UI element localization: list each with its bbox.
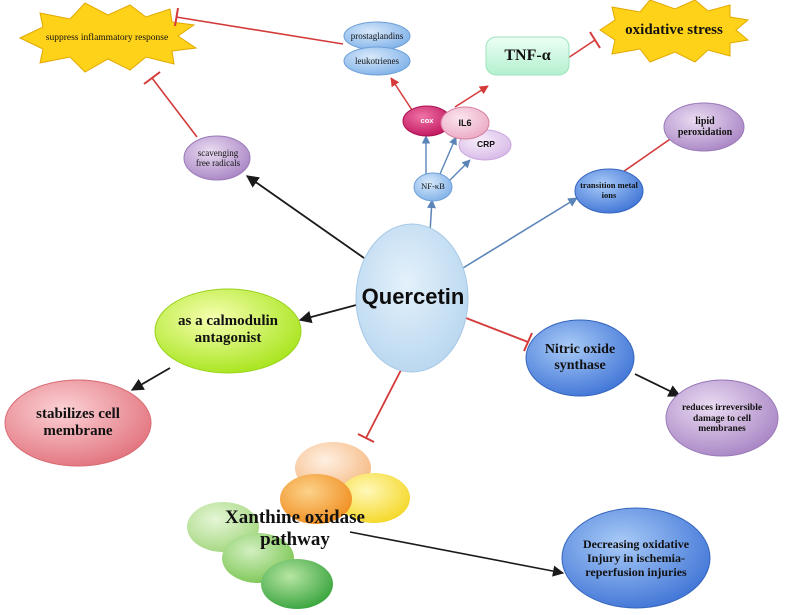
leukotrienes-node <box>343 46 411 76</box>
inhibit-quercetin-xanthine <box>365 369 402 439</box>
arrow-nitric-reduces <box>634 373 682 397</box>
arrow-il6-tnf <box>454 85 489 108</box>
transition-label: transition metal ions <box>580 180 638 200</box>
xanthine-circle-green-dark <box>261 559 333 609</box>
quercetin-node <box>355 223 469 373</box>
nitric-node <box>525 319 635 397</box>
xanthine-circle-orange <box>280 474 352 524</box>
tnf-node <box>485 36 570 76</box>
inhibit-prostaglandins-suppress <box>175 16 344 45</box>
xanthine-label: Xanthine oxidase pathway <box>225 507 365 550</box>
oxidative-stress-label: oxidative stress <box>625 22 723 39</box>
arrow-quercetin-calmodulin <box>298 303 361 324</box>
inhibit-bar <box>357 433 375 443</box>
inhibit-transition-lipid <box>619 134 677 175</box>
suppress-label: suppress inflammatory response <box>45 32 169 43</box>
crp-label: CRP <box>477 139 495 150</box>
arrow-xanthine-decreasing <box>349 531 565 577</box>
calmodulin-node <box>154 288 302 374</box>
inhibit-bar <box>523 332 533 352</box>
quercetin-label: Quercetin <box>361 284 465 310</box>
stabilizes-label: stabilizes cell membrane <box>36 405 120 439</box>
nfkb-label: NF-κB <box>421 181 445 192</box>
arrow-quercetin-transition <box>462 197 578 269</box>
arrow-nfkb-crp <box>449 159 471 181</box>
suppress-burst <box>18 2 198 73</box>
oxidative-stress-burst <box>599 0 750 63</box>
leukotrienes-label: leukotrienes <box>355 55 399 66</box>
nitric-label: Nitric oxide synthase <box>544 341 616 373</box>
xanthine-circle-yellow <box>338 473 410 523</box>
nfkb-node <box>413 172 453 202</box>
arrow-nfkb-il6 <box>439 136 457 175</box>
stabilizes-node <box>4 379 152 467</box>
inhibit-quercetin-nitric <box>465 317 529 343</box>
arrow-cox-leukotrienes <box>390 77 413 111</box>
decreasing-label: Decreasing oxidative Injury in ischemia-… <box>582 537 690 579</box>
inhibit-bar <box>143 71 161 85</box>
reduces-label: reduces irreversible damage to cell memb… <box>681 402 763 435</box>
reduces-node <box>665 379 779 457</box>
lipid-label: lipid peroxidation <box>677 115 733 139</box>
arrow-quercetin-nfkb <box>427 199 436 233</box>
inhibit-bar <box>174 7 179 27</box>
inhibit-bar <box>589 31 601 49</box>
transition-node <box>574 168 644 214</box>
inhibit-scavenging-suppress <box>151 77 198 138</box>
lipid-node <box>663 102 745 152</box>
arrow-quercetin-scavenging <box>245 175 365 259</box>
scavenging-label: scavenging free radicals <box>195 147 241 168</box>
prostaglandins-label: prostaglandins <box>350 30 404 41</box>
il6-label: IL6 <box>458 117 472 128</box>
decreasing-node <box>561 507 711 609</box>
il6-node <box>440 106 490 140</box>
tnf-label: TNF-α <box>504 46 551 64</box>
calmodulin-label: as a calmodulin antagonist <box>177 312 279 346</box>
scavenging-node <box>183 135 251 181</box>
inhibit-tnf-oxidative <box>567 39 596 59</box>
cox-label: cox <box>420 115 434 125</box>
arrow-calmodulin-stabilizes <box>130 367 171 391</box>
